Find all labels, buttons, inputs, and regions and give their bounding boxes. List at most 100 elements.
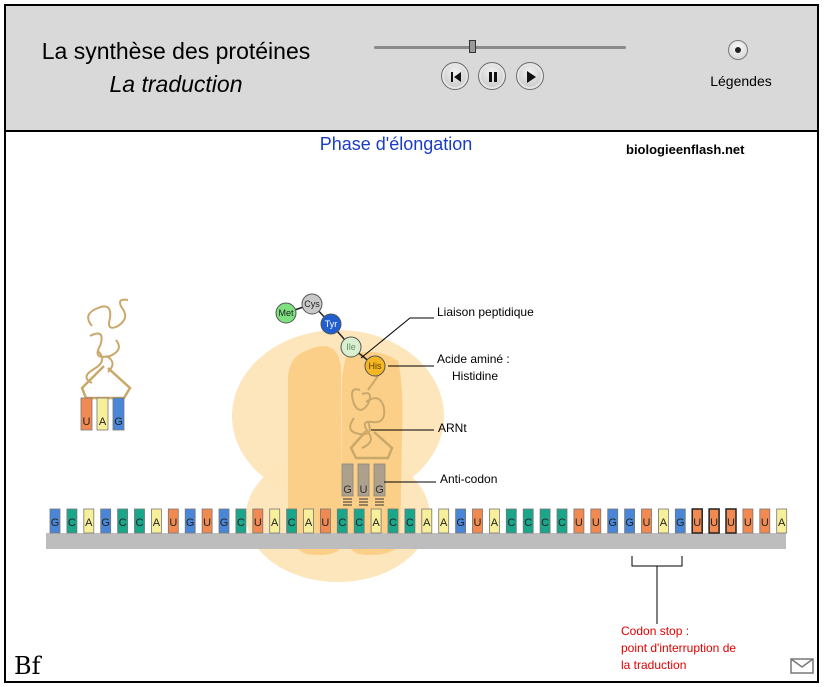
nucleotide-label: A xyxy=(440,517,448,529)
nucleotide-block xyxy=(624,508,635,534)
page-title: La synthèse des protéines xyxy=(41,38,311,64)
nucleotide-label: U xyxy=(575,517,583,529)
nucleotide-block xyxy=(184,508,196,534)
mrna-nucleotide: G xyxy=(49,508,61,534)
nucleotide-label: C xyxy=(507,517,515,529)
mrna-nucleotide: C xyxy=(387,508,399,534)
mrna-nucleotide: U xyxy=(590,508,602,534)
amino-acid-label: Cys xyxy=(304,299,320,309)
nucleotide-label: G xyxy=(186,517,195,529)
anticodon-base-label: G xyxy=(375,484,384,496)
nucleotide-block xyxy=(607,508,619,534)
amino-acid-circle xyxy=(364,355,386,377)
mrna-nucleotide: G xyxy=(184,508,196,534)
mrna-nucleotide: A xyxy=(83,508,95,534)
mrna-nucleotide: A xyxy=(269,508,281,534)
nucleotide-block xyxy=(488,508,500,534)
mrna-nucleotide: C xyxy=(336,508,348,534)
play-button[interactable] xyxy=(516,62,544,90)
mrna-nucleotide: C xyxy=(353,508,365,534)
mrna-nucleotide: A xyxy=(438,508,450,534)
pause-button[interactable] xyxy=(478,62,506,90)
nucleotide-label: G xyxy=(51,517,60,529)
mrna-backbone xyxy=(46,533,786,549)
mrna-nucleotide: A xyxy=(776,508,788,534)
nucleotide-block xyxy=(336,508,348,534)
nucleotide-block xyxy=(83,508,95,534)
mrna-nucleotide: G xyxy=(624,508,635,534)
mrna-nucleotide: G xyxy=(674,508,686,534)
rewind-to-start-button[interactable] xyxy=(441,62,469,90)
progress-slider-thumb[interactable] xyxy=(469,40,477,53)
nucleotide-label: A xyxy=(153,517,161,529)
nucleotide-block xyxy=(691,508,703,534)
nucleotide-label: U xyxy=(744,517,752,529)
nucleotide-label: A xyxy=(372,517,380,529)
nucleotide-label: G xyxy=(220,517,229,529)
nucleotide-block xyxy=(201,508,213,534)
free-trna-base: G xyxy=(112,397,125,431)
nucleotide-block xyxy=(725,508,737,534)
nucleotide-block xyxy=(167,508,179,534)
nucleotide-label: G xyxy=(101,517,110,529)
mrna-nucleotide: G xyxy=(607,508,619,534)
nucleotide-label: U xyxy=(203,517,211,529)
progress-slider-track[interactable] xyxy=(374,46,626,49)
nucleotide-block xyxy=(759,508,771,534)
nucleotide-block xyxy=(404,508,416,534)
nucleotide-block xyxy=(303,508,314,534)
amino-acid: Cys xyxy=(301,293,323,315)
logo: Bf xyxy=(14,652,41,680)
mrna-nucleotide: U xyxy=(725,508,737,534)
anticodon-label: Anti-codon xyxy=(440,472,497,486)
mrna-nucleotide: C xyxy=(539,508,551,534)
mrna-nucleotide: U xyxy=(691,508,703,534)
amino-acid-name-label: Histidine xyxy=(452,369,498,383)
app-window: La synthèse des protéines La traduction … xyxy=(4,4,819,683)
trna-label: ARNt xyxy=(438,421,467,435)
stop-codon-label: Codon stop : xyxy=(621,624,689,638)
nucleotide-block xyxy=(49,508,61,534)
nucleotide-block xyxy=(658,508,669,534)
mrna-nucleotide: U xyxy=(167,508,179,534)
nucleotide-block xyxy=(319,508,331,534)
play-icon xyxy=(527,71,536,83)
nucleotide-block xyxy=(539,508,551,534)
mrna-nucleotide: C xyxy=(522,508,534,534)
mrna-nucleotide: A xyxy=(150,508,162,534)
amino-acid-label: Acide aminé : xyxy=(437,352,510,366)
amino-acid-label: Ile xyxy=(346,342,356,352)
nucleotide-block xyxy=(370,508,382,534)
mrna-nucleotide: U xyxy=(472,508,483,534)
free-trna-base: A xyxy=(96,397,109,431)
nucleotide-block xyxy=(235,508,247,534)
peptide-bond-label: Liaison peptidique xyxy=(437,305,534,319)
nucleotide-label: G xyxy=(456,517,465,529)
nucleotide-block xyxy=(505,508,517,534)
nucleotide-label: C xyxy=(119,517,127,529)
mrna-nucleotide: C xyxy=(404,508,416,534)
anticodon-base-label: G xyxy=(343,484,352,496)
nucleotide-label: G xyxy=(625,517,634,529)
envelope-icon[interactable] xyxy=(790,658,814,674)
nucleotide-block xyxy=(387,508,399,534)
amino-acid: Ile xyxy=(340,336,362,358)
amino-acid-label: Met xyxy=(278,308,294,318)
nucleotide-block xyxy=(438,508,450,534)
mrna-nucleotide: U xyxy=(252,508,264,534)
nucleotide-block xyxy=(134,508,145,534)
amino-acid-circle xyxy=(301,293,323,315)
mrna-nucleotide: C xyxy=(117,508,128,534)
mrna-nucleotide: C xyxy=(134,508,145,534)
trna-base-block xyxy=(80,397,93,431)
nucleotide-block xyxy=(269,508,281,534)
phase-title: Phase d'élongation xyxy=(319,134,473,154)
mrna-nucleotide: A xyxy=(488,508,500,534)
nucleotide-block xyxy=(674,508,686,534)
legend-toggle[interactable] xyxy=(728,40,748,60)
nucleotide-block xyxy=(556,508,568,534)
mrna-nucleotide: C xyxy=(505,508,517,534)
